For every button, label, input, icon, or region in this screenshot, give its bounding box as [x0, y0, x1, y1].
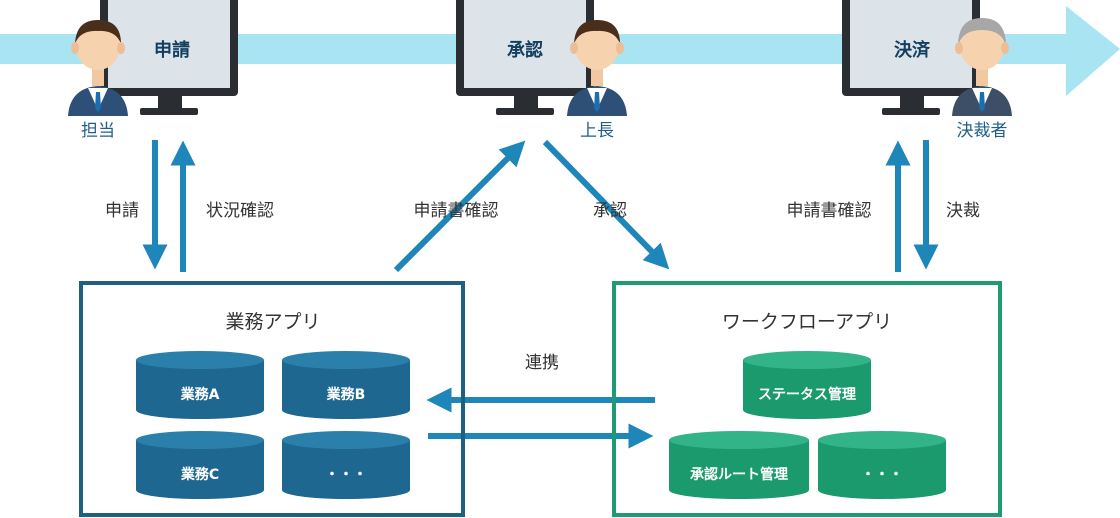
db-label-business-b: 業務B [326, 386, 366, 403]
monitor-icon [842, 0, 980, 115]
db-label-business-more: ・・・ [325, 467, 367, 483]
monitor-label-decide: 決済 [894, 39, 931, 61]
database-icon [743, 351, 871, 419]
stage-approve: 承認 上長 [456, 0, 627, 141]
monitor-icon [456, 0, 594, 115]
monitor-label-approve: 承認 [507, 39, 543, 61]
business-app-box: 業務アプリ 業務A 業務B 業務C ・・・ [79, 281, 465, 517]
database-icon [818, 431, 946, 499]
arrow-doc-check-up [393, 140, 526, 273]
db-label-workflow-more: ・・・ [861, 467, 903, 483]
monitor-label-apply: 申請 [154, 39, 190, 61]
flow-label-decision: 決裁 [946, 201, 980, 221]
workflow-app-title: ワークフローアプリ [722, 311, 892, 333]
flow-label-doc-check: 申請書確認 [414, 201, 499, 221]
monitor-icon [100, 0, 238, 115]
database-icon [282, 431, 410, 499]
db-label-business-c: 業務C [180, 466, 219, 483]
person-icon [68, 20, 128, 116]
db-label-approval-route: 承認ルート管理 [690, 466, 788, 483]
database-icon [136, 431, 264, 499]
flow-label-link: 連携 [525, 353, 559, 373]
flow-label-doc-check-2: 申請書確認 [787, 201, 872, 221]
person-icon [567, 20, 627, 116]
role-label-apply: 担当 [81, 121, 115, 141]
flow-label-approve: 承認 [593, 201, 627, 221]
database-icon [136, 351, 264, 419]
flow-label-apply: 申請 [105, 201, 139, 221]
db-label-business-a: 業務A [180, 386, 220, 403]
role-label-decide: 決裁者 [957, 121, 1008, 141]
db-label-status-management: ステータス管理 [758, 386, 856, 403]
flow-label-status-check: 状況確認 [206, 201, 274, 221]
role-label-approve: 上長 [580, 121, 614, 141]
database-icon [669, 431, 809, 499]
workflow-app-box: ワークフローアプリ ステータス管理 承認ルート管理 ・・・ [612, 281, 1002, 517]
arrow-approve-down [542, 139, 670, 270]
stage-apply: 申請 担当 [68, 0, 238, 141]
person-icon [952, 18, 1012, 116]
stage-decide: 決済 決裁者 [842, 0, 1012, 141]
business-app-title: 業務アプリ [225, 311, 320, 333]
database-icon [282, 351, 410, 419]
